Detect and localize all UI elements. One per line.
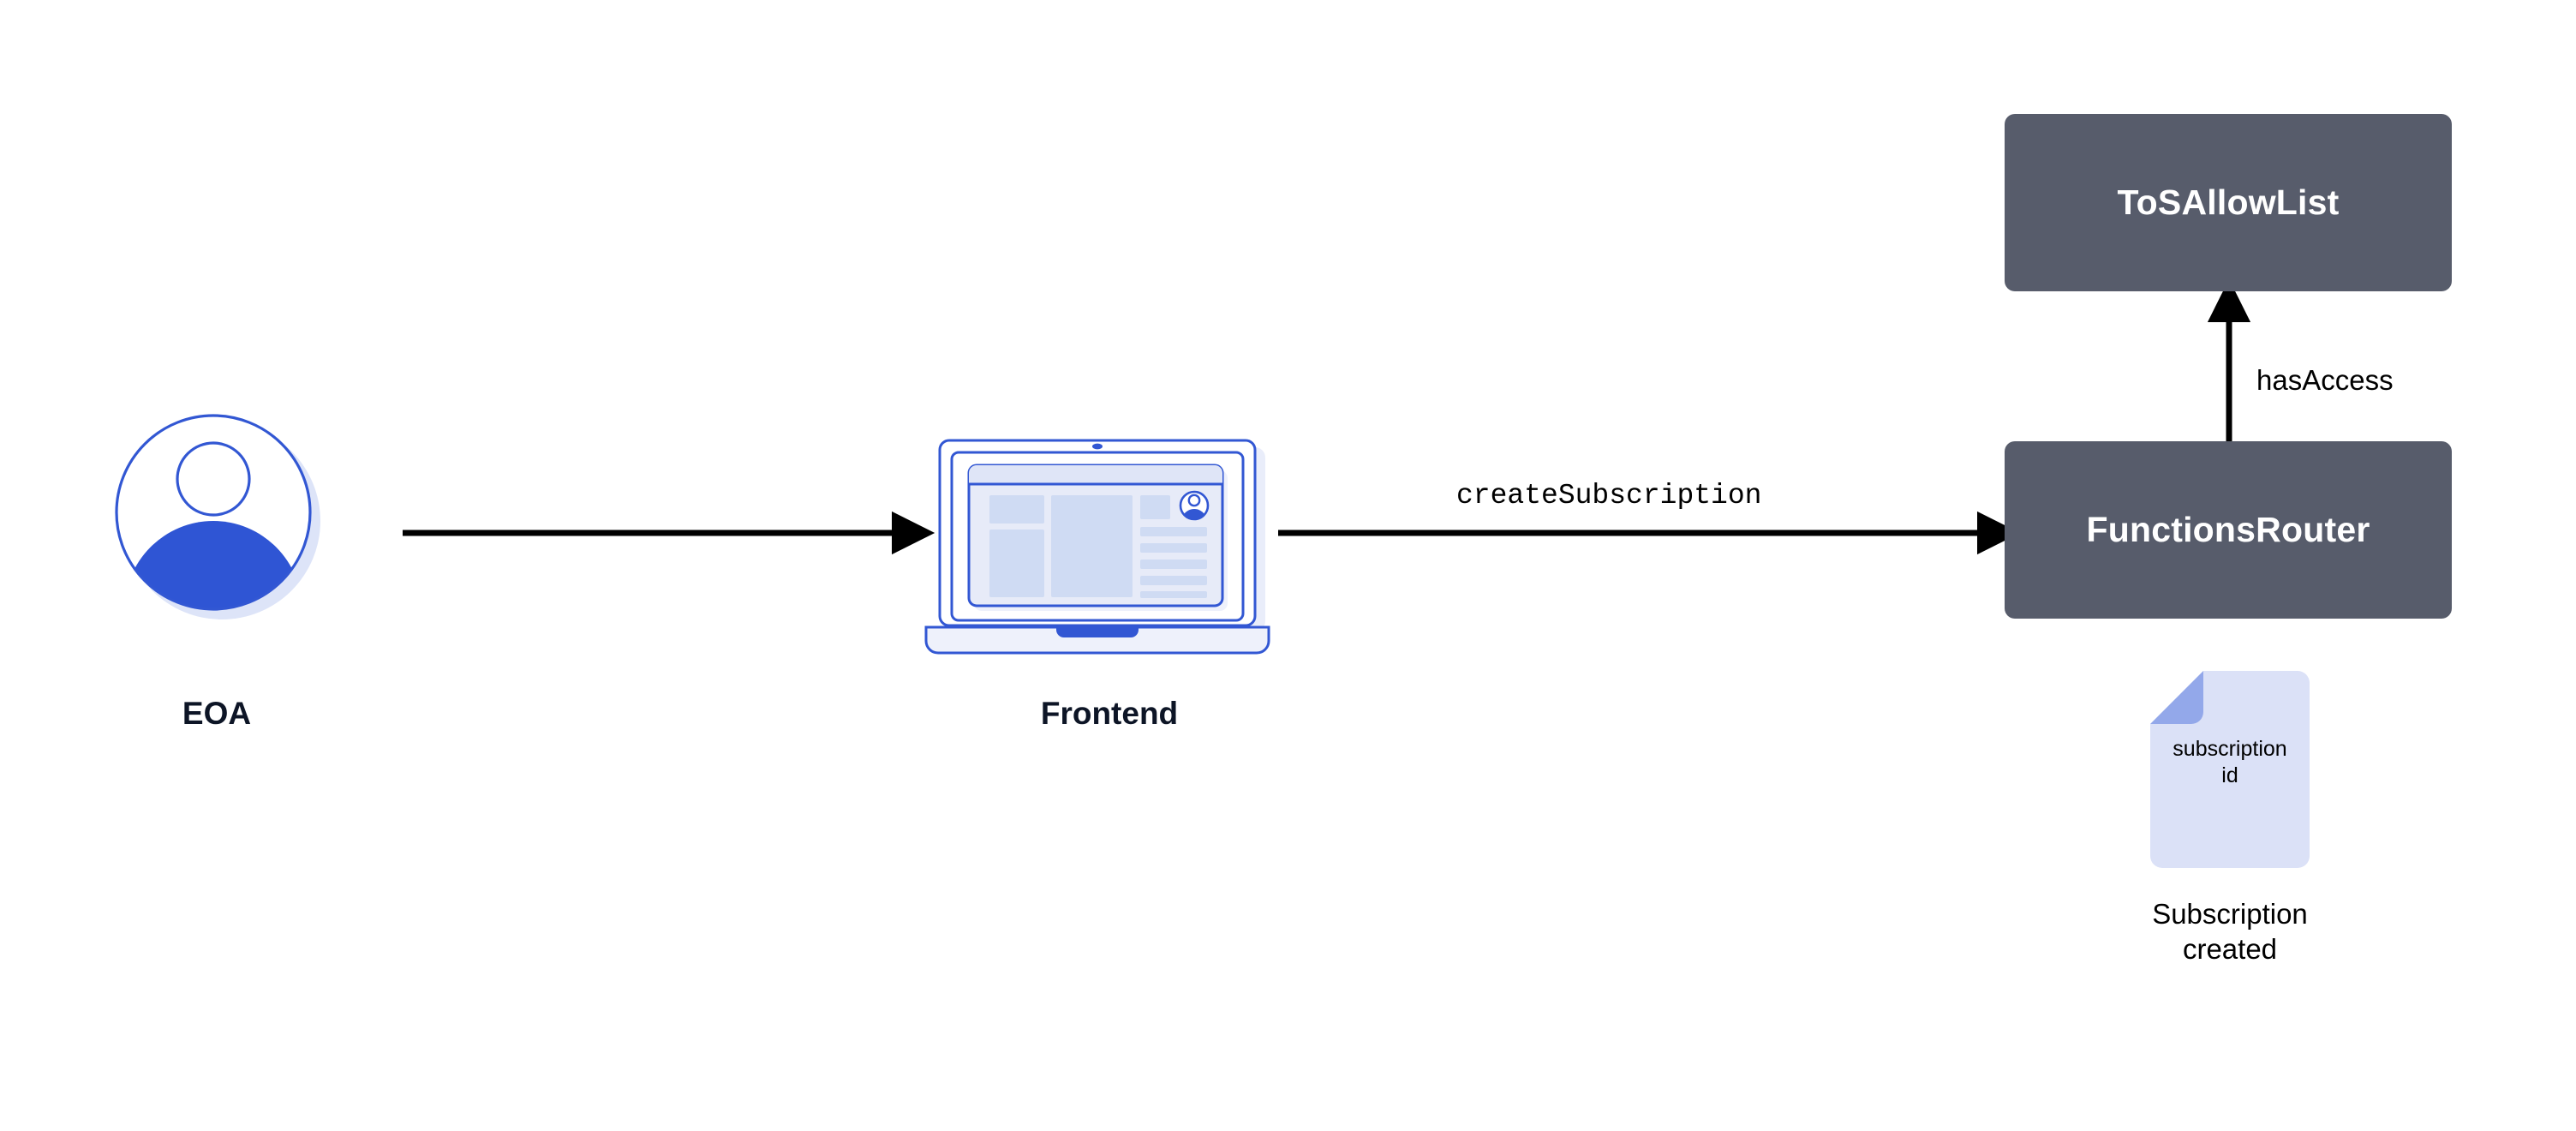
document-line-2: id	[2221, 763, 2238, 787]
document-icon	[2150, 671, 2310, 868]
document-inner-text: subscription id	[2150, 736, 2310, 788]
user-avatar-icon	[115, 414, 320, 619]
node-functions-router[interactable]: FunctionsRouter	[2005, 441, 2452, 619]
tos-allow-list-label: ToSAllowList	[2117, 183, 2340, 222]
edge-label-has-access: hasAccess	[2256, 364, 2394, 396]
subscription-created-caption: Subscription created	[2076, 896, 2384, 967]
edge-label-create-subscription: createSubscription	[1456, 480, 1762, 512]
node-tos-allow-list[interactable]: ToSAllowList	[2005, 114, 2452, 291]
frontend-laptop	[921, 428, 1298, 668]
eoa-label: EOA	[182, 696, 252, 731]
subscription-document: subscription id	[2150, 671, 2310, 868]
browser-avatar-icon	[1179, 490, 1210, 521]
browser-window-mock	[967, 464, 1224, 607]
functions-router-label: FunctionsRouter	[2086, 510, 2370, 549]
frontend-label: Frontend	[1040, 696, 1179, 731]
subscription-caption-line-2: created	[2182, 933, 2278, 966]
eoa-avatar	[110, 410, 324, 624]
document-line-1: subscription	[2173, 737, 2287, 761]
subscription-caption-line-1: Subscription	[2152, 898, 2308, 930]
laptop-icon	[924, 439, 1270, 655]
